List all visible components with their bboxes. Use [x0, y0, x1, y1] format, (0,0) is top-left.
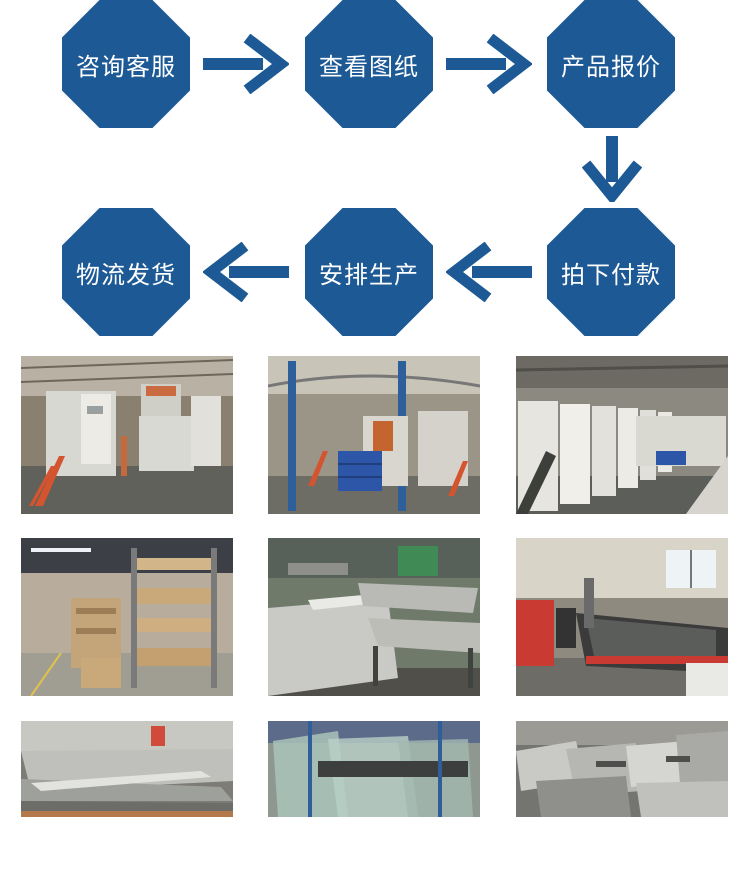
step-product-quote: 产品报价 [547, 0, 675, 128]
step-label: 查看图纸 [319, 52, 419, 81]
factory-photo-metal-parts [516, 721, 728, 879]
factory-photo-metal-sheets [21, 721, 233, 879]
step-label: 咨询客服 [76, 52, 176, 81]
arrow-left-icon [446, 242, 532, 302]
factory-photo-panels-workbench [268, 538, 480, 696]
arrow-right-icon [203, 34, 289, 94]
step-label: 拍下付款 [561, 260, 661, 289]
step-logistics-shipping: 物流发货 [62, 208, 190, 336]
step-place-order-pay: 拍下付款 [547, 208, 675, 336]
step-label: 物流发货 [76, 260, 176, 289]
arrow-down-icon [582, 136, 642, 202]
factory-photo-cabinets-warehouse [516, 356, 728, 514]
factory-photo-laser-cutter [516, 538, 728, 696]
factory-photo-storage-racks [21, 538, 233, 696]
factory-photo-coating-booths [21, 356, 233, 514]
step-arrange-production: 安排生产 [305, 208, 433, 336]
arrow-right-icon [446, 34, 532, 94]
factory-photo-glass-panels [268, 721, 480, 879]
arrow-left-icon [203, 242, 289, 302]
step-label: 产品报价 [561, 52, 661, 81]
step-consult-service: 咨询客服 [62, 0, 190, 128]
factory-photo-coating-line [268, 356, 480, 514]
step-label: 安排生产 [319, 260, 419, 289]
step-view-drawings: 查看图纸 [305, 0, 433, 128]
